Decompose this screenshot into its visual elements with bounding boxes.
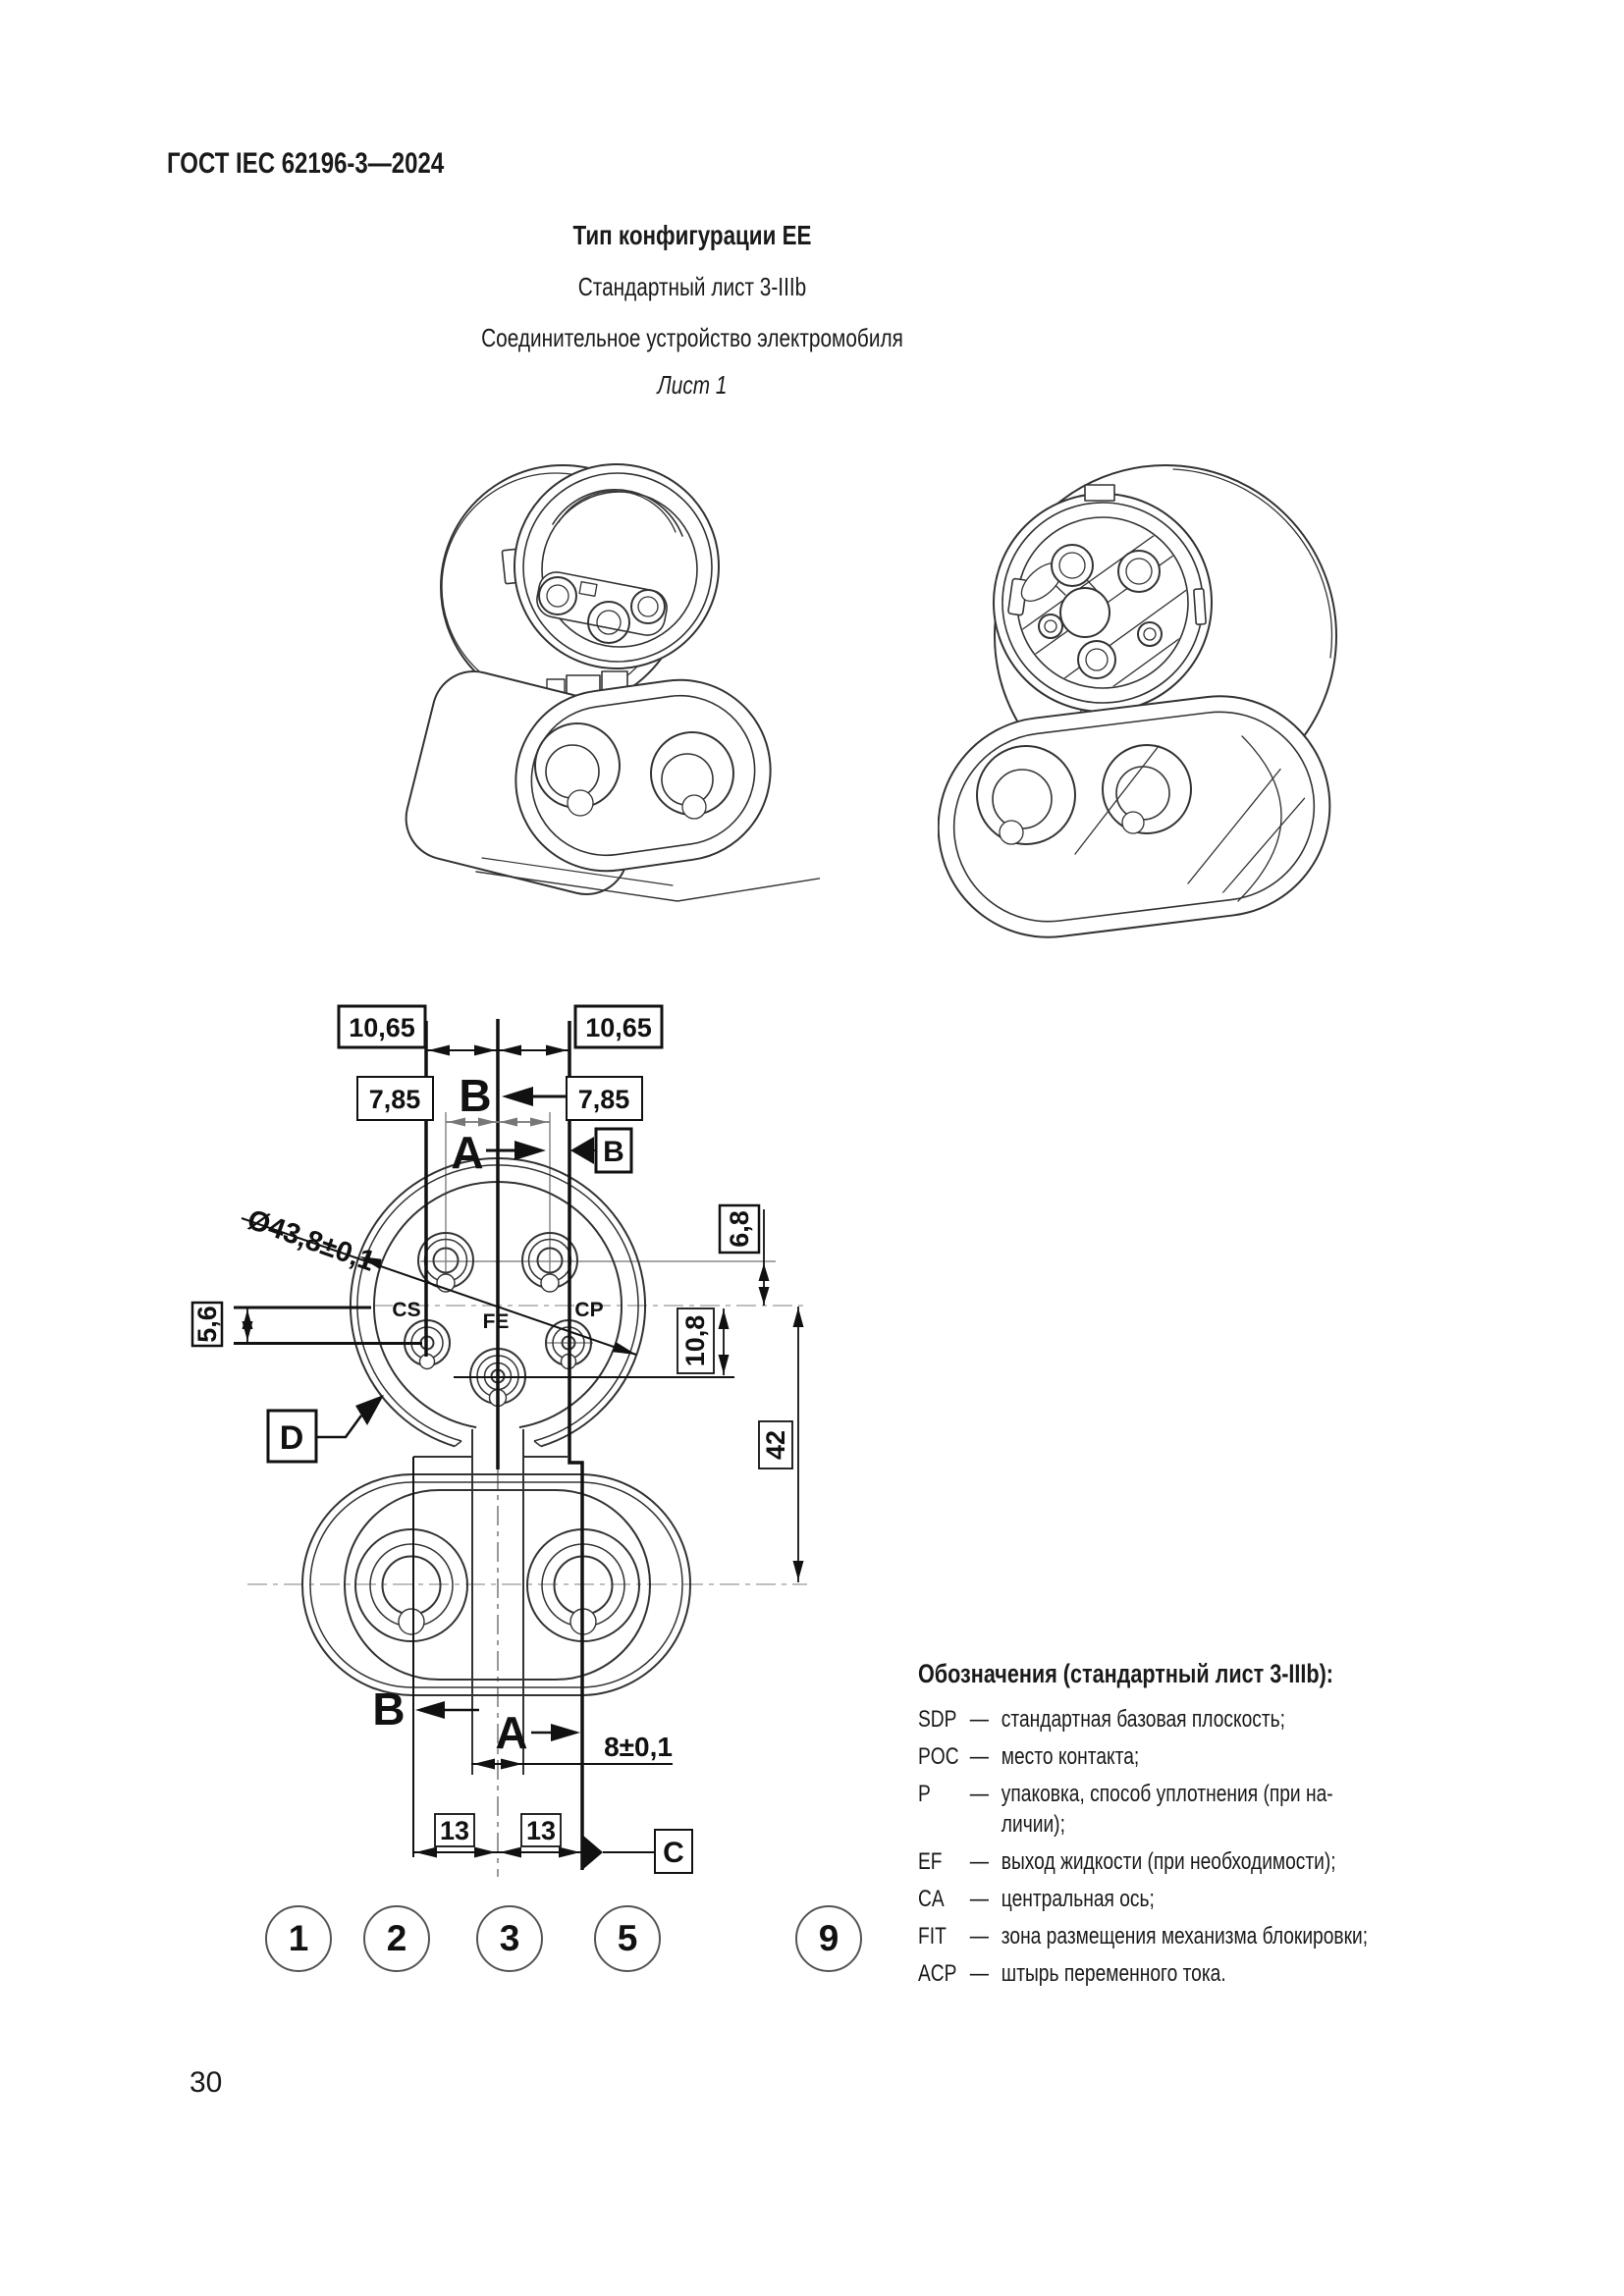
datum-label-b: B: [603, 1136, 624, 1168]
inlet-contact: [1038, 614, 1063, 639]
view-label-a-bottom: A: [495, 1707, 527, 1758]
connector-3d-view: [405, 463, 820, 902]
callout-2: 2: [363, 1905, 430, 1972]
inlet-contact: [1137, 621, 1163, 647]
legend-item-acp: ACP — штырь переменного тока.: [918, 1960, 1226, 1987]
page-number: 30: [189, 2066, 223, 2099]
callout-1: 1: [265, 1905, 332, 1972]
inlet-contact: [1077, 640, 1116, 679]
datum-label-d: D: [280, 1419, 304, 1457]
legend-item-poc: POC — место контакта;: [918, 1743, 1140, 1770]
dim-box: [758, 1420, 793, 1469]
legend-item-ef: EF — выход жидкости (при необходимости);: [918, 1848, 1336, 1875]
legend-item-ca: CA — центральная ось;: [918, 1886, 1155, 1912]
legend: Обозначения (стандартный лист 3-IIIb): S…: [918, 1659, 1389, 1996]
contact-label-cs: CS: [392, 1299, 420, 1321]
datum-box-c: [654, 1829, 693, 1874]
title-device: Соединительное устройство электромобиля: [481, 323, 903, 352]
title-standard-sheet: Стандартный лист 3-IIIb: [577, 272, 807, 301]
dim-axis-distance: 42: [761, 1430, 790, 1460]
document-number: ГОСТ IEC 62196-3—2024: [167, 147, 445, 180]
dim-box: [718, 1203, 761, 1255]
inlet-contact: [1051, 544, 1094, 587]
view-label-b-top: B: [459, 1070, 491, 1121]
callout-9: 9: [795, 1905, 862, 1972]
contact-label-cp: CP: [574, 1299, 603, 1321]
dim-box: [566, 1076, 643, 1121]
dim-diameter: Ø43,8±0,1: [244, 1203, 379, 1277]
dim-acp-offset: 6,8: [725, 1210, 754, 1248]
dim-box: [677, 1308, 715, 1374]
dim-fit-width: 8±0,1: [604, 1732, 673, 1762]
dim-box: [573, 1004, 664, 1049]
datum-box-b: [594, 1127, 633, 1174]
dim-box: [356, 1076, 434, 1121]
title-list-number: Лист 1: [657, 370, 728, 400]
contact-label-fe: FE: [483, 1310, 510, 1333]
dc-contact-left: [354, 1528, 468, 1642]
title-configuration-type: Тип конфигурации ЕЕ: [572, 220, 812, 250]
keying-tab-top: [1084, 484, 1115, 502]
legend-title: Обозначения (стандартный лист 3-IIIb):: [918, 1659, 1334, 1688]
legend-item-p: P — упаковка, способ уплотнения (при на-…: [918, 1781, 1333, 1838]
inlet-dc-hole-left: [976, 745, 1076, 845]
dim-box: [337, 1004, 427, 1049]
inlet-3d-view: [938, 464, 1337, 938]
callout-5: 5: [594, 1905, 661, 1972]
legend-item-sdp: SDP — стандартная базовая плоскость;: [918, 1706, 1285, 1733]
inlet-dc-hole-right: [1102, 744, 1192, 834]
dim-offset-left: 10,65: [349, 1013, 415, 1042]
callout-3: 3: [476, 1905, 543, 1972]
contact-acp-right: [521, 1232, 578, 1293]
central-pin: [1059, 587, 1110, 638]
datum-box-d: [266, 1409, 318, 1464]
dim-box: [520, 1813, 562, 1847]
dim-dc-pitch-left: 13: [440, 1816, 469, 1845]
dimension-drawing: 10,65 10,65 7,85 7,85 B A B Ø43,8±0,1 5,…: [190, 1004, 807, 1877]
dim-fe-offset: 10,8: [680, 1315, 710, 1367]
dim-box: [434, 1813, 475, 1847]
inlet-contact: [1117, 550, 1161, 593]
view-label-b-bottom: B: [372, 1683, 405, 1735]
view-label-a-top: A: [451, 1127, 483, 1178]
keying-slot-right: [1193, 588, 1207, 625]
datum-label-c: C: [663, 1837, 684, 1869]
legend-item-fit: FIT — зона размещения механизма блокиров…: [918, 1923, 1369, 1949]
lid-ring: [514, 463, 720, 669]
dim-box: [190, 1301, 224, 1348]
dim-dc-pitch-right: 13: [526, 1816, 556, 1845]
dim-pitch-left: 7,85: [369, 1085, 421, 1114]
dim-pitch-right: 7,85: [578, 1085, 630, 1114]
dim-offset-right: 10,65: [585, 1013, 652, 1042]
plug-oval-face: [514, 678, 772, 873]
dim-cs-offset: 5,6: [192, 1306, 222, 1343]
